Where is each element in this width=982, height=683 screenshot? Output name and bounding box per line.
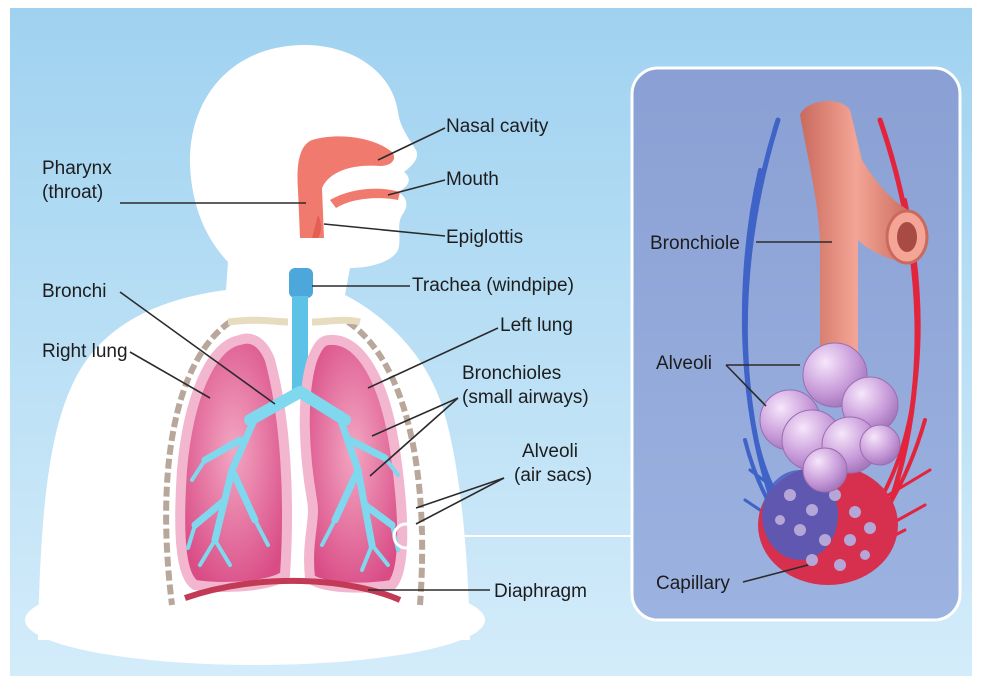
label-alveoli-sacs: Alveoli bbox=[522, 440, 578, 463]
larynx-shape bbox=[289, 268, 313, 298]
label-pharynx: Pharynx bbox=[42, 157, 112, 180]
inset-label-capillary: Capillary bbox=[656, 572, 730, 595]
label-right-lung: Right lung bbox=[42, 340, 128, 363]
inset-label-bronchiole: Bronchiole bbox=[650, 232, 740, 255]
label-mouth: Mouth bbox=[446, 168, 499, 191]
label-bronchioles-sub: (small airways) bbox=[462, 386, 589, 409]
label-alveoli-sacs-sub: (air sacs) bbox=[514, 464, 592, 487]
label-bronchi: Bronchi bbox=[42, 280, 106, 303]
label-epiglottis: Epiglottis bbox=[446, 226, 523, 249]
label-trachea: Trachea (windpipe) bbox=[412, 274, 574, 297]
label-pharynx-throat: (throat) bbox=[42, 181, 103, 204]
label-diaphragm: Diaphragm bbox=[494, 580, 587, 603]
label-left-lung: Left lung bbox=[500, 314, 573, 337]
label-nasal-cavity: Nasal cavity bbox=[446, 115, 548, 138]
inset-label-alveoli: Alveoli bbox=[656, 352, 712, 375]
label-bronchioles: Bronchioles bbox=[462, 362, 561, 385]
